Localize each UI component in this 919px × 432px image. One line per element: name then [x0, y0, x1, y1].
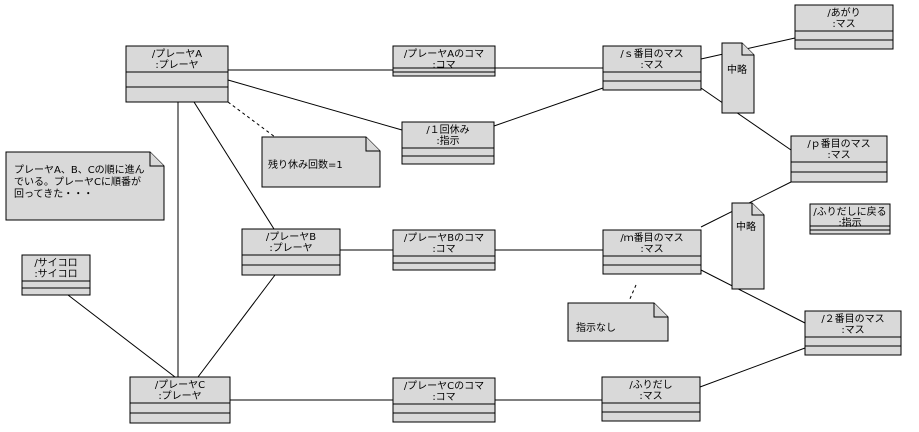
object-class: :マス: [640, 244, 663, 255]
object-playerA[interactable]: /プレーヤA:プレーヤ: [125, 45, 229, 103]
note-body: [731, 202, 765, 290]
object-box: [790, 135, 888, 183]
object-playerB[interactable]: /プレーヤB:プレーヤ: [241, 228, 341, 276]
object-box: [602, 45, 702, 91]
association-link: [700, 87, 792, 151]
object-class: :マス: [827, 150, 850, 161]
association-link: [700, 269, 806, 324]
note-text: 中略: [727, 63, 747, 76]
association-link: [197, 274, 276, 378]
association-link: [67, 294, 176, 378]
note-fold: [751, 203, 764, 216]
note-text: 指示なし: [576, 321, 616, 334]
object-box: [241, 228, 341, 276]
object-box: [804, 310, 902, 356]
object-box: [401, 121, 495, 165]
object-class: :コマ: [432, 244, 455, 255]
object-agari[interactable]: /あがり:マス: [794, 4, 894, 50]
notes-layer: 残り休み回数=1 プレーヤA、B、Cの順に進んでいる。プレーヤCに順番が回ってきた…: [5, 42, 765, 342]
object-class: :コマ: [432, 392, 455, 403]
links-layer: [67, 37, 806, 401]
object-playerC[interactable]: /プレーヤC:プレーヤ: [129, 376, 231, 424]
object-name: /サイコロ: [34, 257, 77, 269]
object-rest[interactable]: /１回休み:指示: [401, 121, 495, 165]
object-name: /２番目のマス: [821, 313, 884, 325]
object-class: :プレーヤ: [269, 242, 312, 254]
object-name: /ｓ番目のマス: [620, 48, 683, 60]
object-name: /ｐ番目のマス: [807, 138, 870, 150]
object-class: :サイコロ: [34, 268, 77, 280]
note-omit1[interactable]: 中略: [721, 42, 755, 114]
note-anchor-link: [628, 284, 637, 302]
object-box: [129, 376, 231, 424]
object-saikoro[interactable]: /サイコロ:サイコロ: [21, 254, 91, 296]
object-class: :マス: [639, 391, 662, 402]
note-body: [721, 42, 755, 114]
objects-layer: /プレーヤA:プレーヤ/プレーヤAのコマ:コマ/ｓ番目のマス:マス/あがり:マス…: [21, 4, 902, 424]
object-name: /プレーヤAのコマ: [404, 48, 484, 60]
object-box: [392, 45, 496, 77]
object-box: [602, 229, 702, 275]
note-text: 回ってきた・・・: [14, 188, 93, 200]
object-name: /プレーヤBのコマ: [404, 232, 484, 244]
object-masuS[interactable]: /ｓ番目のマス:マス: [602, 45, 702, 91]
object-box: [809, 203, 891, 235]
note-remaining[interactable]: 残り休み回数=1: [261, 136, 381, 188]
note-body: [567, 302, 669, 342]
object-box: [794, 4, 894, 50]
object-name: /１回休み: [426, 124, 469, 136]
object-class: :マス: [841, 325, 864, 336]
object-class: :マス: [640, 60, 663, 71]
association-link: [493, 87, 604, 127]
note-body: [5, 151, 165, 221]
object-masuP[interactable]: /ｐ番目のマス:マス: [790, 135, 888, 183]
object-masuM[interactable]: /ｍ番目のマス:マス: [602, 229, 702, 275]
object-name: /プレーヤC: [155, 379, 205, 391]
note-fold: [653, 303, 668, 318]
association-link: [193, 101, 275, 230]
association-link: [699, 347, 806, 388]
object-komaA[interactable]: /プレーヤAのコマ:コマ: [392, 45, 496, 77]
note-omit2[interactable]: 中略: [731, 202, 765, 290]
object-box: [601, 376, 701, 422]
note-text: でいる。プレーヤCに順番が: [14, 175, 141, 188]
object-name: /プレーヤB: [266, 231, 316, 243]
object-class: :指示: [436, 134, 459, 147]
note-text: 中略: [736, 220, 756, 233]
note-noInstruction[interactable]: 指示なし: [567, 302, 669, 342]
note-text: プレーヤA、B、Cの順に進ん: [14, 164, 145, 176]
note-fold: [365, 137, 380, 152]
note-anchor-link: [227, 101, 276, 138]
object-komaC[interactable]: /プレーヤCのコマ:コマ: [392, 377, 496, 423]
object-masu2[interactable]: /２番目のマス:マス: [804, 310, 902, 356]
object-name: /ふりだし: [629, 379, 672, 391]
object-box: [125, 45, 229, 103]
object-class: :プレーヤ: [155, 59, 198, 71]
object-class: :指示: [838, 216, 861, 229]
object-box: [392, 377, 496, 423]
object-class: :プレーヤ: [158, 390, 201, 402]
object-class: :マス: [832, 19, 855, 30]
object-name: /プレーヤA: [152, 48, 202, 60]
object-name: /ｍ番目のマス: [620, 232, 683, 244]
object-furidashi[interactable]: /ふりだし:マス: [601, 376, 701, 422]
note-text: 残り休み回数=1: [268, 158, 343, 171]
note-fold: [741, 43, 754, 56]
object-name: /プレーヤCのコマ: [404, 380, 484, 392]
note-body: [261, 136, 381, 188]
object-komaB[interactable]: /プレーヤBのコマ:コマ: [392, 229, 496, 271]
object-class: :コマ: [432, 60, 455, 71]
object-furidashiBack[interactable]: /ふりだしに戻る:指示: [809, 203, 891, 235]
association-link: [227, 79, 403, 131]
object-name: /あがり: [827, 6, 860, 19]
note-fold: [149, 152, 164, 167]
object-name: /ふりだしに戻る: [813, 205, 886, 218]
